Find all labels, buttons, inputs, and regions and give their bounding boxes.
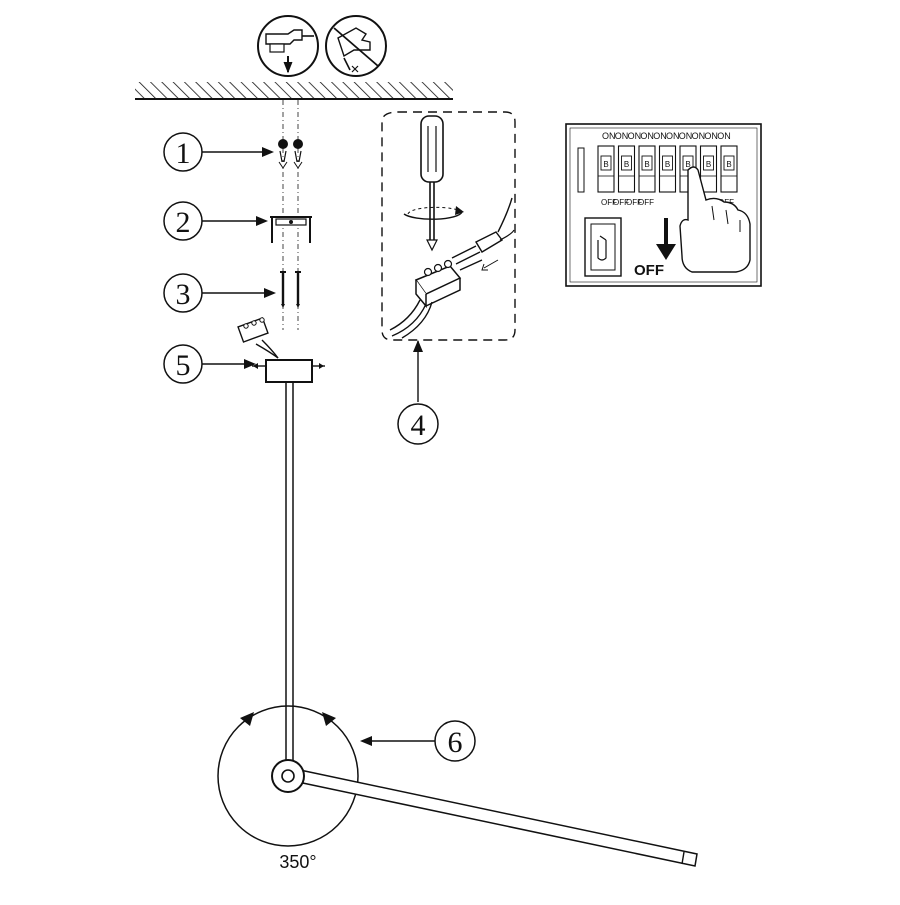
on-label: ON bbox=[615, 131, 629, 141]
callout-1-label: 1 bbox=[176, 137, 191, 170]
on-label: ON bbox=[679, 131, 693, 141]
breaker-switch: B bbox=[617, 145, 636, 193]
on-label: ON bbox=[717, 131, 731, 141]
terminal-block bbox=[389, 197, 515, 339]
breaker-mark: B bbox=[603, 160, 608, 169]
callout-3: 3 bbox=[163, 273, 276, 313]
callout-2-label: 2 bbox=[176, 206, 191, 239]
callout-4: 4 bbox=[397, 340, 439, 445]
canopy bbox=[252, 359, 325, 383]
anchor-plugs bbox=[278, 139, 303, 169]
pointing-hand-icon bbox=[679, 166, 751, 273]
on-label: ON bbox=[602, 131, 616, 141]
ceiling bbox=[135, 82, 453, 100]
breaker-mark: B bbox=[644, 160, 649, 169]
on-label: ON bbox=[653, 131, 667, 141]
mounting-screws bbox=[280, 271, 301, 308]
vertical-tube bbox=[285, 382, 294, 768]
on-label: ON bbox=[666, 131, 680, 141]
off-instruction: OFF bbox=[634, 262, 664, 279]
down-arrow-icon bbox=[656, 218, 676, 260]
callout-6: 6 bbox=[360, 720, 476, 762]
rotation-circle bbox=[217, 705, 359, 847]
on-label: ON bbox=[692, 131, 706, 141]
mounting-bracket bbox=[270, 216, 312, 243]
light-arm bbox=[271, 759, 698, 867]
callout-2: 2 bbox=[163, 201, 268, 241]
on-label: ON bbox=[704, 131, 718, 141]
callout-6-label: 6 bbox=[448, 726, 463, 759]
on-label: ON bbox=[640, 131, 654, 141]
breaker-mark: B bbox=[665, 160, 670, 169]
wiring-detail-inset bbox=[381, 111, 516, 341]
screwdriver-icon bbox=[403, 115, 464, 252]
guide-lines bbox=[282, 100, 299, 330]
breaker-mark: B bbox=[726, 160, 731, 169]
breaker-switch: B bbox=[658, 145, 677, 193]
on-label: ON bbox=[628, 131, 642, 141]
callout-5: 5 bbox=[163, 344, 256, 384]
no-hammer-icon bbox=[325, 15, 387, 77]
breaker-switch: B bbox=[638, 145, 656, 193]
drill-icon bbox=[257, 15, 319, 77]
breaker-mark: B bbox=[624, 160, 629, 169]
breaker-mark: B bbox=[685, 160, 690, 169]
off-label: OFF bbox=[601, 198, 617, 207]
callout-1: 1 bbox=[163, 132, 274, 172]
breaker-switch: B bbox=[720, 145, 738, 193]
breaker-switch: B bbox=[597, 145, 615, 193]
off-label: OFF bbox=[613, 198, 629, 207]
rotation-angle-label: 350° bbox=[279, 852, 316, 872]
breaker-mark: B bbox=[706, 160, 711, 169]
switch-icon bbox=[584, 217, 622, 277]
off-label: OFF bbox=[638, 198, 654, 207]
breaker-switch: B bbox=[699, 145, 718, 193]
callout-5-label: 5 bbox=[176, 349, 191, 382]
off-label: OFF bbox=[626, 198, 642, 207]
canopy-wires bbox=[237, 317, 279, 359]
callout-3-label: 3 bbox=[176, 278, 191, 311]
callout-4-label: 4 bbox=[411, 409, 426, 442]
